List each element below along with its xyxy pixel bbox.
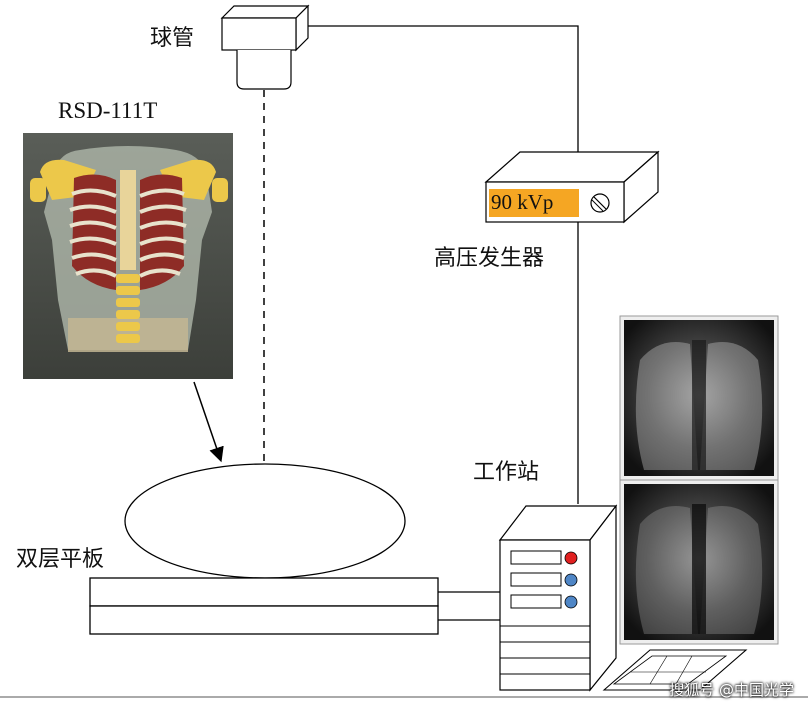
phantom-model-label: RSD-111T [58,98,158,123]
generator-label: 高压发生器 [434,246,545,271]
blue-indicator [564,573,578,587]
blue-indicator [564,595,578,609]
kvp-display-text: 90 kVp [491,190,554,214]
tube-label: 球管 [150,26,195,51]
xray-image-bottom [619,479,779,645]
detector-label: 双层平板 [16,547,105,572]
workstation-label: 工作站 [473,460,540,485]
workstation-tower [498,504,618,692]
knob-icon [590,193,610,213]
keyboard [602,649,748,691]
xray-image-top [619,315,779,481]
kvp-display [489,189,579,217]
tube-cable [306,25,579,152]
red-indicator [564,551,578,565]
phantom-ellipse [124,463,406,579]
phantom-arrow [193,381,224,463]
watermark: 搜狐号 @中国光学 [669,681,794,699]
hv-generator [484,150,660,224]
x-ray-tube [220,4,310,90]
dual-layer-detector [89,577,439,635]
phantom-photo [23,133,233,379]
